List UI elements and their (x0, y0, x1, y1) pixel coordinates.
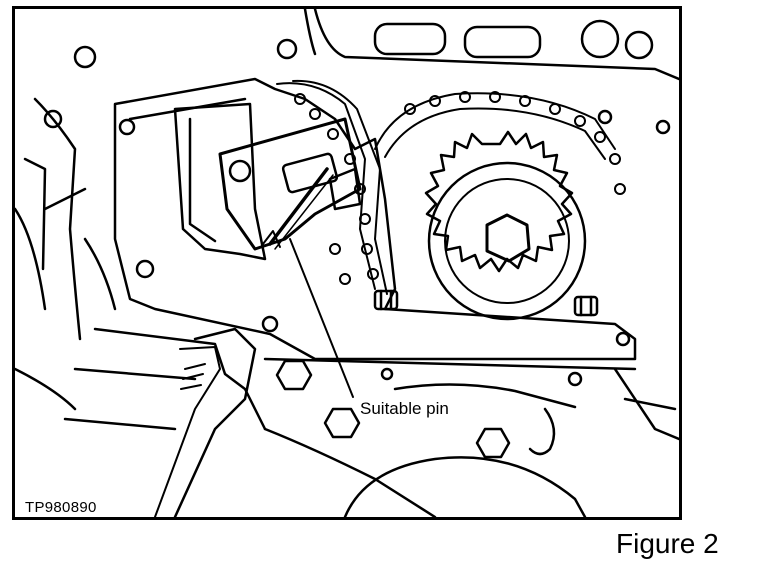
engine-timing-illustration (15, 9, 679, 517)
diagram-frame: Suitable pin TP980890 (12, 6, 682, 520)
figure-caption: Figure 2 (616, 528, 719, 559)
image-code: TP980890 (25, 499, 97, 516)
callout-label: Suitable pin (360, 399, 449, 418)
sprocket-outline (424, 130, 574, 273)
